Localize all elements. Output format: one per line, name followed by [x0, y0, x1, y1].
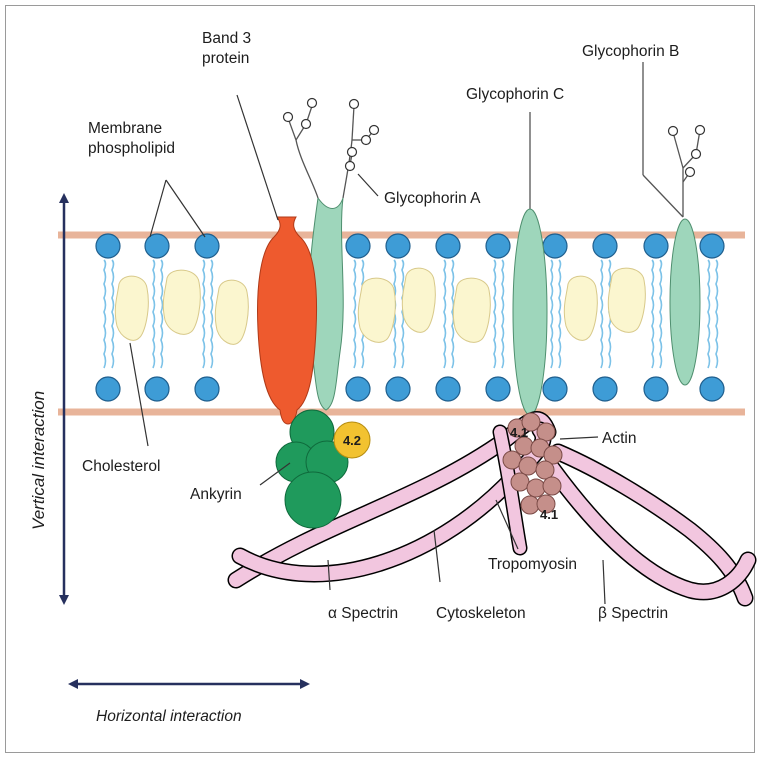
band3-label-line2: protein — [202, 50, 249, 67]
protein-4-1-top-label: 4.1 — [510, 425, 528, 440]
cholesterol-blob — [608, 268, 645, 332]
lipid-tail — [708, 260, 710, 368]
lipid-tail — [354, 260, 356, 368]
horizontal-interaction-label: Horizontal interaction — [96, 708, 242, 725]
phospholipid-head — [593, 377, 617, 401]
vertical-interaction-label: Vertical interaction — [29, 391, 48, 530]
phospholipid-head — [145, 377, 169, 401]
ankyrin — [276, 410, 348, 528]
lipid-tail — [203, 260, 205, 368]
phospholipid-head — [346, 377, 370, 401]
actin-bead — [536, 461, 554, 479]
glycophorin-a-label: Glycophorin A — [384, 190, 481, 207]
ankyrin-label: Ankyrin — [190, 486, 242, 503]
lipid-tail — [559, 260, 561, 368]
lipid-tail — [494, 260, 496, 368]
beta-spectrin-strands — [552, 452, 748, 598]
phospholipid-head — [346, 234, 370, 258]
lipid-tail — [502, 260, 504, 368]
protein-4-2-label: 4.2 — [343, 433, 361, 448]
phospholipid-head — [700, 234, 724, 258]
alpha-spectrin-label: α Spectrin — [328, 605, 398, 622]
actin-bead — [543, 477, 561, 495]
actin-bead — [519, 457, 537, 475]
cholesterol-blob — [115, 276, 148, 340]
phospholipid-head — [486, 234, 510, 258]
lipid-tail — [211, 260, 213, 368]
protein-4-1-bottom-label: 4.1 — [540, 507, 558, 522]
glycophorin-b-label: Glycophorin B — [582, 43, 679, 60]
cholesterol-blob — [402, 268, 435, 332]
actin-label: Actin — [602, 430, 636, 447]
phospholipid-head — [436, 377, 460, 401]
phospholipid-head — [543, 234, 567, 258]
cholesterol-blob — [215, 280, 248, 344]
actin-bead — [503, 451, 521, 469]
phospholipid-head — [436, 234, 460, 258]
band3-label-line1: Band 3 — [202, 30, 251, 47]
lipid-tail — [112, 260, 114, 368]
phospholipid-head — [386, 377, 410, 401]
lipid-tail — [161, 260, 163, 368]
lipid-tail — [652, 260, 654, 368]
actin-bead — [537, 423, 555, 441]
glycophorin-c — [513, 112, 547, 415]
phospholipid-head — [145, 234, 169, 258]
cytoskeleton-label: Cytoskeleton — [436, 605, 526, 622]
cholesterol-blob — [564, 276, 597, 340]
beta-spectrin-label: β Spectrin — [598, 605, 668, 622]
phospholipid-head — [195, 234, 219, 258]
protein-4-2: 4.2 — [334, 422, 370, 458]
phospholipid-head — [644, 377, 668, 401]
phospholipid-head — [644, 234, 668, 258]
phospholipid-head — [543, 377, 567, 401]
phospholipid-head — [96, 234, 120, 258]
cholesterol-blob — [163, 270, 200, 334]
membrane-phospholipid-label-line1: Membrane — [88, 120, 162, 137]
lipid-tail — [660, 260, 662, 368]
membrane-phospholipid-label-line2: phospholipid — [88, 140, 175, 157]
phospholipid-head — [700, 377, 724, 401]
actin-bead — [521, 496, 539, 514]
actin-bead — [511, 473, 529, 491]
cholesterol-group — [115, 268, 645, 344]
lipid-tail — [104, 260, 106, 368]
band3-protein — [258, 217, 317, 424]
actin-bead — [527, 479, 545, 497]
glycophorin-c-label: Glycophorin C — [466, 86, 564, 103]
lipid-tail — [601, 260, 603, 368]
lipid-tail — [551, 260, 553, 368]
cholesterol-blob — [453, 278, 490, 342]
tropomyosin-label: Tropomyosin — [488, 556, 577, 573]
phospholipid-head — [486, 377, 510, 401]
lipid-tail — [444, 260, 446, 368]
cholesterol-label: Cholesterol — [82, 458, 160, 475]
lipid-tail — [153, 260, 155, 368]
phospholipid-head — [195, 377, 219, 401]
phospholipid-head — [593, 234, 617, 258]
phospholipid-head — [96, 377, 120, 401]
glycophorin-b — [643, 62, 705, 385]
cholesterol-blob — [358, 278, 395, 342]
phospholipid-head — [386, 234, 410, 258]
lipid-tail — [716, 260, 718, 368]
